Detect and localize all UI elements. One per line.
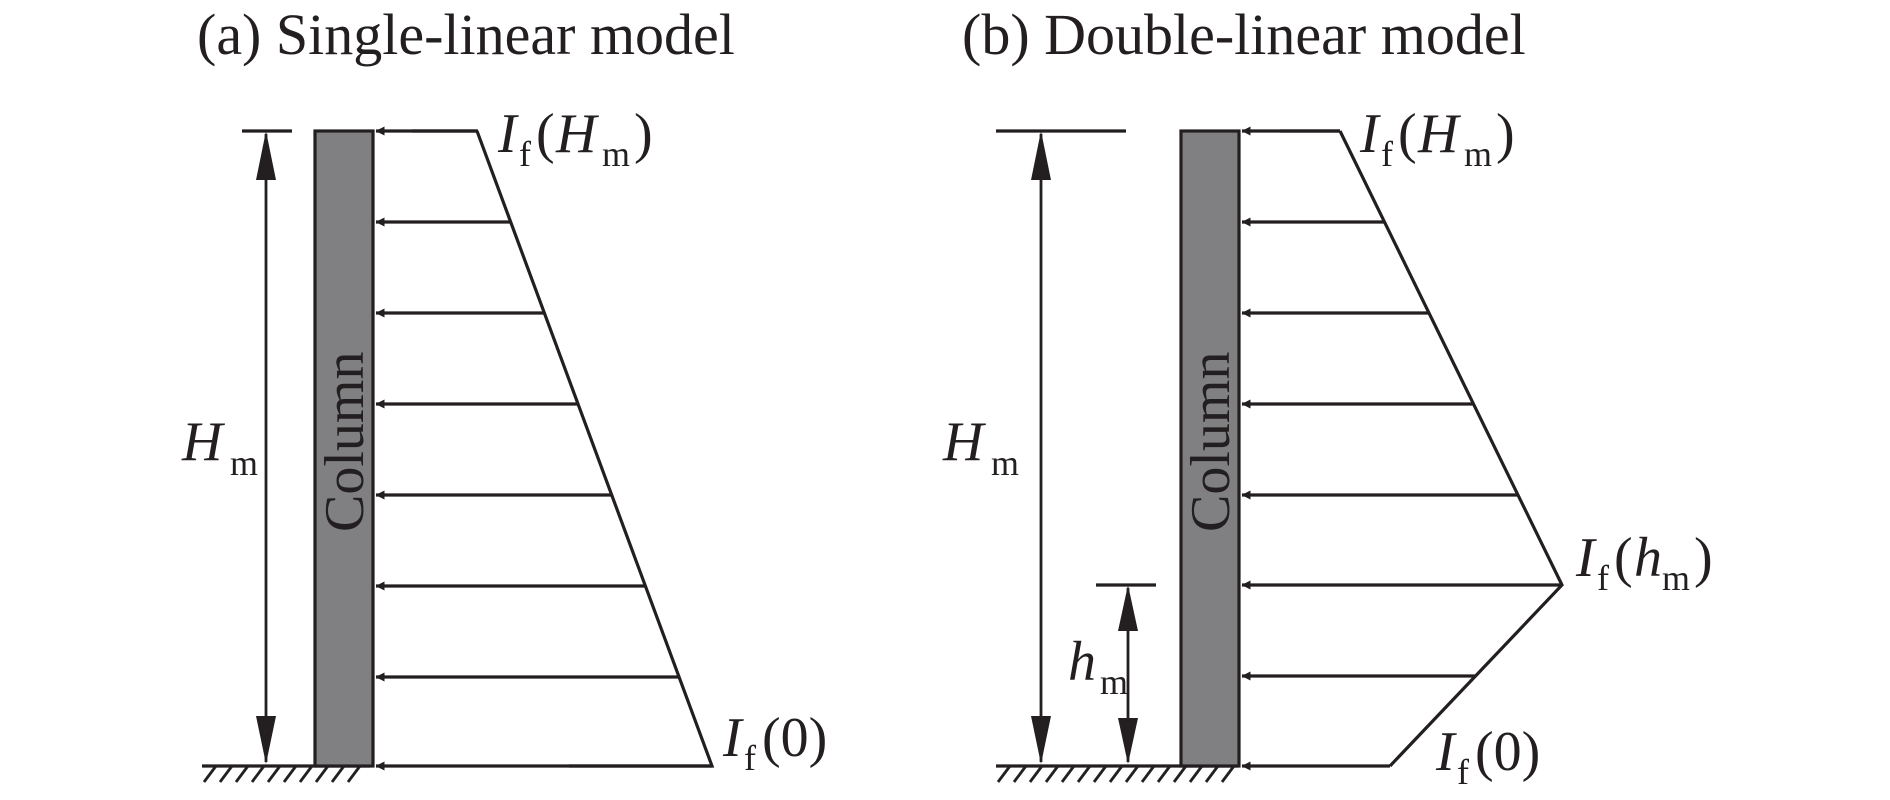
panel-b-column-label: Column [1180,352,1242,532]
panel-a-height-arrow-down [256,716,276,764]
label-paren-open: ( [1398,103,1417,165]
panel-a-ground [202,764,370,783]
label-symbol: I [497,103,519,165]
panel-b-height-arrow-up [1031,131,1051,180]
panel-a-bottom-load-label: I f (0) [722,707,827,778]
panel-a-height-arrow-up [256,131,276,180]
panel-b-title: (b) Double-linear model [962,2,1526,67]
label-subscript: f [1597,558,1609,598]
label-paren-open: ( [536,103,555,165]
label-subscript: f [1457,752,1469,792]
panel-a-column-label: Column [314,352,376,532]
label-subscript: f [1381,134,1393,174]
panel-a-column [313,129,375,768]
panel-b-height-dimension: H m [942,129,1126,764]
panel-b-mid-dimension: h m [1068,583,1156,764]
panel-a-title: (a) Single-linear model [197,2,735,67]
panel-b-load-envelope [1338,130,1564,768]
label-symbol: I [1359,103,1381,165]
panel-a-load-arrows [375,126,712,771]
panel-b-height-symbol: H [942,411,986,473]
label-symbol: I [1435,721,1457,783]
label-arg-subscript: m [602,134,630,174]
panel-a-load-envelope [475,130,715,768]
label-subscript: f [744,738,756,778]
panel-b: (b) Double-linear model H m h m [942,2,1713,792]
label-paren-close: ) [1694,527,1713,589]
label-paren-open: ( [1614,527,1633,589]
panel-b-column [1179,129,1241,768]
panel-b-ground-hatch [996,765,1236,783]
label-arg: H [1417,103,1461,165]
label-paren-close: ) [1496,103,1515,165]
panel-b-bottom-load-label: I f (0) [1435,721,1540,792]
panel-b-height-subscript: m [991,443,1019,483]
panel-a-ground-hatch [202,765,362,783]
panel-b-top-load-label: I f ( H m ) [1359,103,1515,174]
panel-b-ground [996,764,1238,783]
label-paren-close: ) [634,103,653,165]
panel-b-height-arrow-down [1031,716,1051,764]
panel-a-height-symbol: H [181,411,225,473]
panel-a-top-load-label: I f ( H m ) [497,103,653,174]
label-arg-subscript: m [1662,558,1690,598]
panel-b-mid-arrow-up [1118,585,1138,631]
panel-b-mid-arrow-down [1118,718,1138,764]
label-subscript: f [519,134,531,174]
label-arg: h [1634,527,1662,589]
panel-b-mid-subscript: m [1100,662,1128,702]
label-arg: H [555,103,599,165]
label-arg: (0) [1475,721,1540,783]
panel-a-height-subscript: m [230,443,258,483]
label-arg-subscript: m [1464,134,1492,174]
panel-a-height-dimension: H m [181,129,292,764]
label-symbol: I [1575,527,1597,589]
label-arg: (0) [762,707,827,769]
panel-b-mid-symbol: h [1068,631,1096,693]
label-symbol: I [722,707,744,769]
panel-a: (a) Single-linear model H m [181,2,827,783]
panel-b-load-arrows [1241,126,1562,771]
panel-b-mid-load-label: I f ( h m ) [1575,527,1713,598]
